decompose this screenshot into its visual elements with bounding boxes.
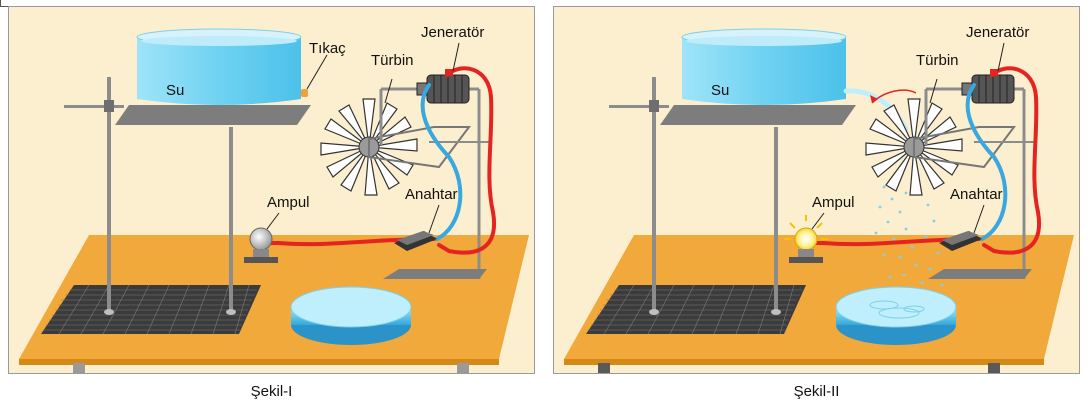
plug (301, 89, 308, 97)
bulb (244, 227, 278, 263)
bulb-label: Ampul (812, 194, 855, 211)
bulb-label: Ampul (267, 194, 310, 211)
corner-mark (0, 0, 8, 7)
plug-label: Tıkaç (309, 40, 346, 57)
switch (394, 231, 437, 251)
generator-label: Jeneratör (421, 24, 485, 41)
switch-label: Anahtar (950, 186, 1003, 203)
figure-2-drawing (554, 7, 1079, 373)
water-label: Su (166, 82, 185, 99)
generator-base-plate (928, 269, 1032, 279)
generator-base-plate (383, 269, 487, 279)
turbine-label: Türbin (916, 52, 959, 69)
figure-2-panel: Su Türbin Jeneratör Ampul Anahtar (553, 6, 1080, 374)
figure-1-drawing (9, 7, 534, 373)
label-pointers (266, 42, 460, 234)
figure-2-caption: Şekil-II (793, 383, 840, 400)
grid-base-plate (41, 284, 261, 335)
switch-label: Anahtar (405, 186, 458, 203)
stand-poles (609, 77, 781, 315)
generator-label: Jeneratör (966, 24, 1030, 41)
tank-platform (115, 105, 311, 125)
switch (939, 231, 982, 251)
grid-base-plate (586, 284, 806, 335)
turbine-label: Türbin (371, 52, 414, 69)
bulb-lit (784, 215, 828, 263)
stand-poles (64, 77, 236, 315)
figure-1-caption: Şekil-I (250, 383, 293, 400)
tank-platform (660, 105, 856, 125)
turbine-frame (913, 126, 1016, 169)
water-dish (835, 286, 957, 345)
label-pointers (811, 42, 1005, 234)
water-tank (136, 28, 308, 105)
figure-1-panel: Su Tıkaç Türbin Jeneratör Ampul Anahtar (8, 6, 535, 374)
water-tank (681, 28, 847, 105)
turbine-frame (368, 126, 471, 169)
water-dish (290, 286, 412, 345)
water-label: Su (711, 82, 730, 99)
